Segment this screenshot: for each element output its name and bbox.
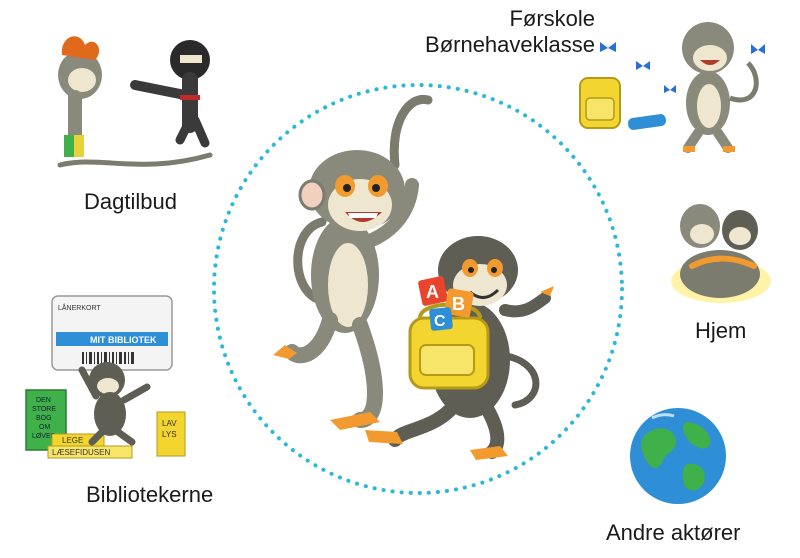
butterflies [600, 42, 765, 93]
label-dagtilbud: Dagtilbud [84, 189, 177, 214]
label-forskole: Førskole Børnehaveklasse [425, 6, 595, 58]
hugging-monkeys [680, 204, 760, 298]
label-hjem: Hjem [695, 318, 747, 343]
library-monkey [78, 362, 151, 446]
big-book-line5: LØVER [32, 433, 56, 440]
big-monkey [273, 94, 433, 430]
dagtilbud-illustration [57, 36, 213, 168]
label-forskole-line2: Børnehaveklasse [425, 32, 595, 57]
pencil-case [627, 114, 667, 130]
book-lege: LEGE [62, 436, 83, 445]
backpack-letter-a: A [426, 282, 439, 302]
library-card-brand: MIT BIBLIOTEK [90, 335, 157, 345]
biblioteker-illustration: LÅNERKORT MIT BIBLIOTEK DEN STORE BOG OM… [25, 295, 186, 459]
label-andre: Andre aktører [606, 520, 741, 545]
book-lys: LYS [162, 430, 177, 439]
backpack [579, 77, 621, 129]
library-card: LÅNERKORT MIT BIBLIOTEK [51, 295, 173, 371]
forskole-illustration [579, 22, 765, 153]
big-book-line4: OM [39, 424, 50, 431]
small-monkey: A B C [365, 236, 554, 460]
big-book-line2: STORE [32, 406, 56, 413]
girl-monkey [58, 36, 102, 157]
big-book-line3: BOG [36, 415, 52, 422]
library-card-header: LÅNERKORT [58, 303, 101, 312]
dotted-ring [212, 83, 624, 495]
big-book-line1: DEN [36, 397, 51, 404]
globe-icon [630, 408, 726, 504]
ninja-monkey [130, 40, 210, 148]
barcode [82, 352, 134, 364]
backpack-letter-b: B [452, 294, 465, 314]
label-forskole-line1: Førskole [509, 6, 595, 31]
hjem-illustration [671, 204, 771, 303]
book-laesefidusen: LÆSEFIDUSEN [52, 448, 110, 457]
book-lav: LAV [162, 419, 177, 428]
happy-monkey [682, 22, 759, 153]
label-biblioteker: Bibliotekerne [86, 482, 214, 507]
backpack-letter-c: C [434, 313, 446, 330]
